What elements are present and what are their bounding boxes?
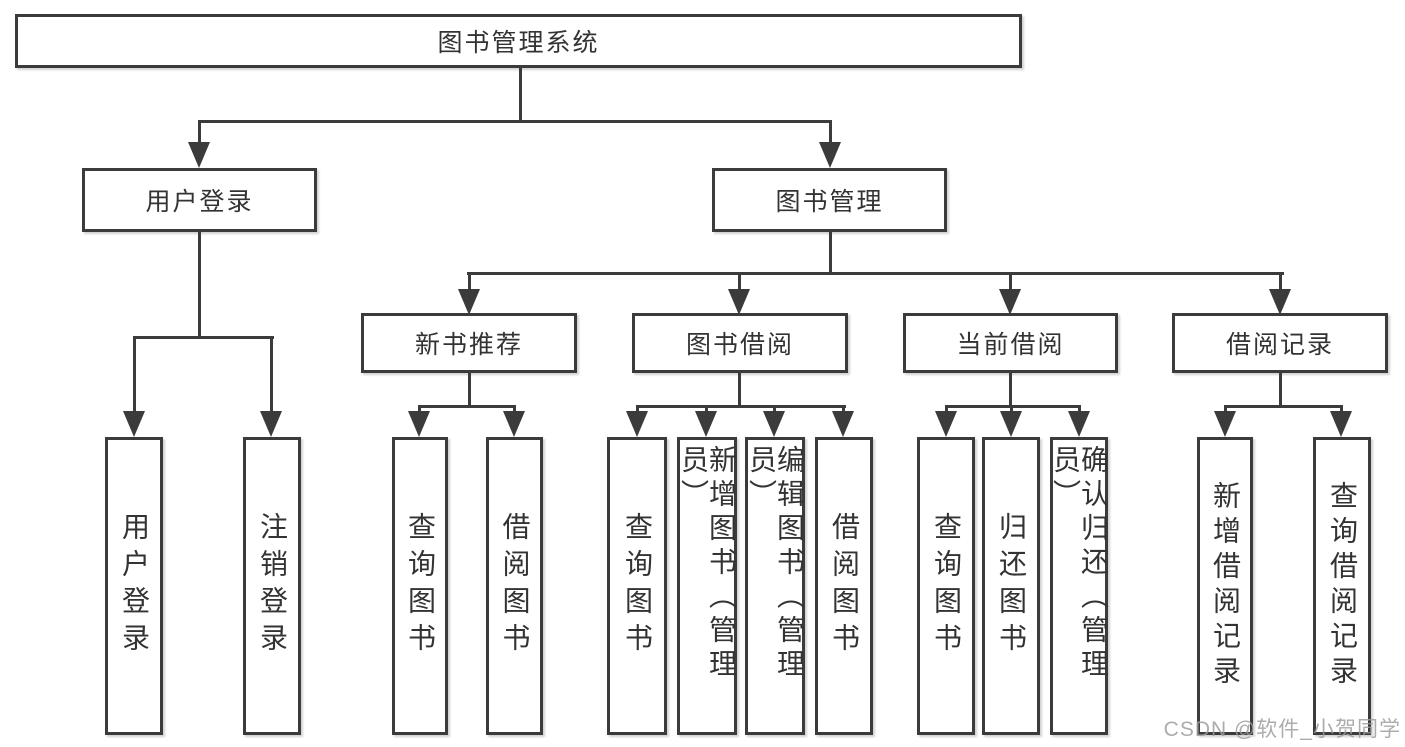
- arrowhead-down-icon: [1214, 411, 1236, 437]
- arrowhead-down-icon: [832, 411, 854, 437]
- arrow-line: [418, 405, 421, 415]
- leaf-return-book: 归还图书: [982, 437, 1040, 735]
- leaf-label: 新增图书（管理员）: [678, 445, 737, 683]
- connector-line: [1009, 373, 1012, 407]
- leaf-add-borrow-record: 新增借阅记录: [1197, 437, 1253, 735]
- leaf-confirm-return-admin: 确认归还（管理员）: [1050, 437, 1109, 735]
- leaf-label: 借阅图书: [829, 512, 860, 660]
- leaf-label: 查询图书: [622, 512, 653, 660]
- arrow-line: [1010, 405, 1013, 415]
- arrowhead-down-icon: [503, 411, 525, 437]
- connector-line: [198, 232, 201, 339]
- node-label: 新书推荐: [414, 331, 523, 359]
- leaf-label: 编辑图书（管理员）: [746, 445, 805, 683]
- arrow-line: [1279, 272, 1282, 291]
- leaf-label: 用户登录: [119, 512, 150, 660]
- node-book-borrow: 图书借阅: [632, 313, 848, 373]
- connector-line: [467, 272, 1284, 275]
- connector-line: [636, 405, 846, 408]
- connector-line: [1279, 373, 1282, 407]
- connector-line: [133, 336, 274, 339]
- arrow-line: [1340, 405, 1343, 415]
- arrowhead-down-icon: [458, 289, 480, 315]
- arrowhead-down-icon: [123, 411, 145, 437]
- arrowhead-down-icon: [1000, 411, 1022, 437]
- arrow-line: [468, 272, 471, 291]
- arrow-line: [1078, 405, 1081, 415]
- leaf-query-borrow-record: 查询借阅记录: [1313, 437, 1371, 735]
- arrow-line: [133, 336, 136, 414]
- node-user-login: 用户登录: [82, 168, 317, 232]
- connector-line: [418, 405, 516, 408]
- leaf-edit-book-admin: 编辑图书（管理员）: [745, 437, 805, 735]
- leaf-query-book-recommend: 查询图书: [392, 437, 448, 735]
- connector-line: [519, 68, 522, 120]
- arrowhead-down-icon: [763, 411, 785, 437]
- arrowhead-down-icon: [935, 411, 957, 437]
- connector-line: [1224, 405, 1343, 408]
- arrow-line: [945, 405, 948, 415]
- leaf-logout: 注销登录: [243, 437, 301, 735]
- arrowhead-down-icon: [408, 411, 430, 437]
- arrowhead-down-icon: [999, 289, 1021, 315]
- node-label: 图书管理: [775, 188, 884, 216]
- leaf-label: 借阅图书: [499, 512, 531, 660]
- leaf-add-book-admin: 新增图书（管理员）: [677, 437, 737, 735]
- node-root-library-system: 图书管理系统: [15, 14, 1022, 68]
- leaf-label: 归还图书: [996, 512, 1027, 660]
- node-label: 借阅记录: [1225, 331, 1334, 359]
- leaf-query-book-current: 查询图书: [917, 437, 975, 735]
- connector-line: [738, 373, 741, 407]
- node-label: 图书借阅: [685, 331, 794, 359]
- leaf-label: 查询借阅记录: [1327, 481, 1358, 691]
- node-label: 图书管理系统: [437, 29, 600, 57]
- arrowhead-down-icon: [1068, 411, 1090, 437]
- leaf-label: 新增借阅记录: [1210, 481, 1241, 691]
- arrowhead-down-icon: [728, 289, 750, 315]
- leaf-label: 查询图书: [931, 512, 962, 660]
- arrow-line: [829, 120, 832, 146]
- arrow-line: [1009, 272, 1012, 291]
- arrowhead-down-icon: [695, 411, 717, 437]
- arrow-line: [773, 405, 776, 415]
- arrow-line: [270, 336, 273, 414]
- connector-line: [198, 120, 832, 123]
- arrowhead-down-icon: [626, 411, 648, 437]
- arrow-line: [636, 405, 639, 415]
- node-label: 用户登录: [145, 188, 254, 216]
- node-current-borrow: 当前借阅: [903, 313, 1118, 373]
- leaf-label: 注销登录: [257, 512, 288, 660]
- leaf-borrow-book: 借阅图书: [815, 437, 873, 735]
- node-borrow-record: 借阅记录: [1172, 313, 1388, 373]
- arrowhead-down-icon: [1330, 411, 1352, 437]
- connector-line: [829, 232, 832, 274]
- node-book-management: 图书管理: [712, 168, 947, 232]
- arrow-line: [513, 405, 516, 415]
- leaf-label: 查询图书: [405, 512, 436, 660]
- arrow-line: [705, 405, 708, 415]
- arrowhead-down-icon: [819, 142, 841, 168]
- leaf-query-book-borrow: 查询图书: [607, 437, 667, 735]
- arrowhead-down-icon: [188, 142, 210, 168]
- watermark: CSDN @软件_小贺同学: [1163, 718, 1401, 741]
- node-new-book-recommend: 新书推荐: [361, 313, 577, 373]
- arrow-line: [1224, 405, 1227, 415]
- leaf-user-login: 用户登录: [105, 437, 163, 735]
- leaf-label: 确认归还（管理员）: [1050, 445, 1109, 683]
- arrow-line: [198, 120, 201, 146]
- leaf-borrow-book-recommend: 借阅图书: [486, 437, 543, 735]
- connector-line: [945, 405, 1081, 408]
- node-label: 当前借阅: [956, 331, 1065, 359]
- arrowhead-down-icon: [1269, 289, 1291, 315]
- arrow-line: [842, 405, 845, 415]
- arrowhead-down-icon: [260, 411, 282, 437]
- connector-line: [468, 371, 471, 407]
- arrow-line: [738, 272, 741, 291]
